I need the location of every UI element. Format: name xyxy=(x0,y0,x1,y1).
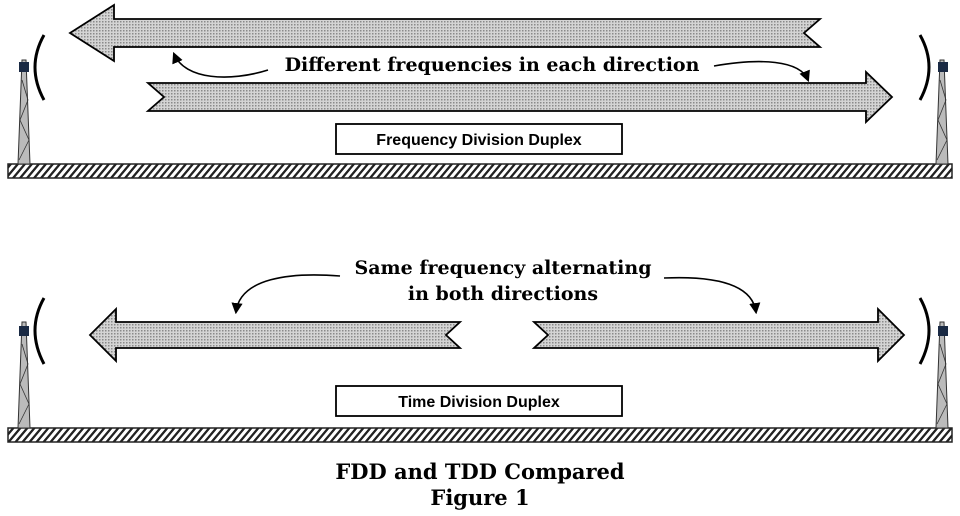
right-tower-bottom xyxy=(918,297,949,429)
right-antenna-dish-top xyxy=(918,34,931,101)
right-tower-top xyxy=(918,34,949,165)
fdd-annotation: Different frequencies in each direction xyxy=(285,54,700,76)
fdd-curve-left xyxy=(172,51,269,78)
tdd-arrow-left xyxy=(88,306,463,364)
caption-figure-number: Figure 1 xyxy=(430,485,529,510)
right-antenna-dish-bottom xyxy=(918,297,931,365)
tdd-arrow-right xyxy=(531,306,906,364)
tdd-label: Time Division Duplex xyxy=(398,394,560,411)
tdd-curve-left xyxy=(231,274,341,315)
left-antenna-dish-top xyxy=(33,34,46,101)
left-antenna-dish-bottom xyxy=(33,297,46,365)
fdd-arrow-right xyxy=(145,69,894,125)
tdd-curve-right xyxy=(663,276,761,315)
fdd-arrow-left xyxy=(68,3,823,63)
caption-title: FDD and TDD Compared xyxy=(335,459,625,484)
ground-bottom xyxy=(7,427,953,443)
left-tower-top xyxy=(17,34,46,165)
left-tower-bottom xyxy=(17,297,46,429)
fdd-label-box xyxy=(335,123,623,155)
fdd-label: Frequency Division Duplex xyxy=(376,132,581,149)
tdd-annotation-line2: in both directions xyxy=(408,283,598,305)
tdd-annotation-line1: Same frequency alternating xyxy=(355,257,652,279)
tdd-label-box xyxy=(335,385,623,417)
fdd-section: Different frequencies in each direction … xyxy=(7,3,953,179)
ground-top xyxy=(7,163,953,179)
tdd-section: Same frequency alternating in both direc… xyxy=(7,257,953,443)
fdd-curve-right xyxy=(713,60,810,83)
